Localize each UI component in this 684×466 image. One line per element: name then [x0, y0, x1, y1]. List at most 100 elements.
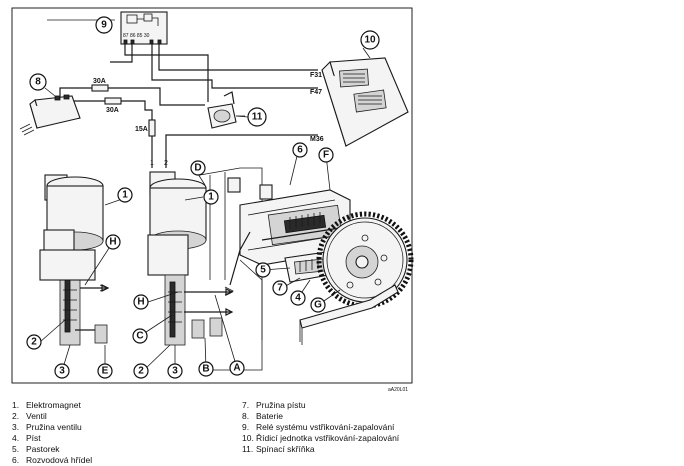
- svg-text:D: D: [194, 163, 201, 174]
- connector-pin-1: 1: [150, 160, 154, 167]
- svg-text:H: H: [109, 237, 116, 248]
- legend-number: 1.: [12, 400, 20, 410]
- legend-text: Spínací skříňka: [256, 444, 315, 454]
- timing-gear: [316, 211, 414, 309]
- oil-flow-arrows: [101, 284, 234, 316]
- callout-9: 9: [95, 16, 113, 34]
- left-solenoid-assembly: [39, 174, 110, 346]
- legend-text: Rozvodová hřídel: [26, 455, 93, 465]
- callout-1-left: 1: [117, 187, 133, 203]
- fuse-30a-lower-label: 30A: [106, 107, 119, 114]
- fuse-30a-upper-label: 30A: [93, 78, 106, 85]
- legend-item: 5. Pastorek: [12, 444, 92, 455]
- callout-b: B: [198, 361, 214, 377]
- callout-4: 4: [290, 290, 306, 306]
- svg-text:7: 7: [277, 283, 283, 294]
- callout-h-lower: H: [133, 294, 149, 310]
- legend-number: 3.: [12, 422, 20, 432]
- ecu: [321, 57, 409, 147]
- callout-h-upper: H: [105, 234, 121, 250]
- legend-text: Píst: [26, 433, 41, 443]
- svg-text:1: 1: [208, 192, 214, 203]
- legend-number: 8.: [242, 411, 250, 421]
- legend-item: 11.Spínací skříňka: [242, 444, 399, 455]
- figure-reference: aA20L01: [388, 387, 408, 393]
- svg-text:3: 3: [172, 366, 178, 377]
- legend-number: 4.: [12, 433, 20, 443]
- svg-text:8: 8: [35, 77, 41, 88]
- svg-text:5: 5: [260, 265, 266, 276]
- callout-a: A: [229, 360, 245, 376]
- svg-text:E: E: [102, 366, 109, 377]
- svg-text:4: 4: [295, 293, 301, 304]
- legend-text: Pastorek: [26, 444, 60, 454]
- legend-item: 2. Ventil: [12, 411, 92, 422]
- callout-c: C: [132, 328, 148, 344]
- svg-text:1: 1: [122, 190, 128, 201]
- legend: 1. Elektromagnet 2. Ventil 3.Pružina venti…: [12, 400, 672, 466]
- svg-text:11: 11: [252, 112, 263, 123]
- legend-text: Baterie: [256, 411, 283, 421]
- fuse-15a-label: 15A: [135, 126, 148, 133]
- svg-text:F: F: [323, 150, 329, 161]
- legend-number: 2.: [12, 411, 20, 421]
- terminal-f31-label: F31: [310, 72, 322, 79]
- legend-number: 9.: [242, 422, 250, 432]
- legend-text: Pružina pístu: [256, 400, 306, 410]
- callout-2-left: 2: [26, 334, 42, 350]
- svg-text:3: 3: [59, 366, 65, 377]
- legend-item: 4. Píst: [12, 433, 92, 444]
- legend-item: 3.Pružina ventilu: [12, 422, 92, 433]
- terminal-m36-label: M36: [310, 136, 324, 143]
- callout-1-right: 1: [203, 189, 219, 205]
- legend-item: 8. Baterie: [242, 411, 399, 422]
- svg-text:10: 10: [364, 35, 376, 46]
- legend-item: 10.Řídicí jednotka vstřikování-zapalován…: [242, 433, 399, 444]
- relay: 87 86 85 30: [120, 11, 168, 45]
- svg-text:G: G: [314, 300, 322, 311]
- svg-text:2: 2: [31, 337, 37, 348]
- legend-item: 1. Elektromagnet: [12, 400, 92, 411]
- callout-10: 10: [360, 30, 380, 50]
- legend-item: 7. Pružina pístu: [242, 400, 399, 411]
- callout-g: G: [310, 297, 326, 313]
- legend-text: Elektromagnet: [26, 400, 81, 410]
- right-solenoid-assembly: [147, 171, 234, 346]
- svg-text:B: B: [202, 364, 209, 375]
- svg-text:H: H: [137, 297, 144, 308]
- legend-number: 5.: [12, 444, 20, 454]
- svg-text:6: 6: [297, 145, 303, 156]
- callout-3-right: 3: [167, 363, 183, 379]
- callout-3-left: 3: [54, 363, 70, 379]
- legend-column-left: 1. Elektromagnet 2. Ventil 3.Pružina venti…: [12, 400, 92, 466]
- callout-5: 5: [255, 262, 271, 278]
- callout-11: 11: [247, 107, 267, 127]
- callout-8: 8: [29, 73, 47, 91]
- callout-2-right: 2: [133, 363, 149, 379]
- legend-number: 6.: [12, 455, 20, 465]
- legend-item: 9. Relé systému vstřikování-zapalování: [242, 422, 399, 433]
- connector-pin-2: 2: [164, 160, 168, 167]
- callout-f: F: [318, 147, 334, 163]
- legend-number: 10.: [242, 433, 254, 443]
- svg-text:2: 2: [138, 366, 144, 377]
- legend-text: Ventil: [26, 411, 47, 421]
- bracket: [299, 284, 399, 345]
- terminal-f47-label: F47: [310, 89, 322, 96]
- callout-6: 6: [292, 142, 308, 158]
- callout-d: D: [190, 160, 206, 176]
- relay-pin-labels: 87 86 85 30: [123, 33, 150, 39]
- ignition-switch: [207, 91, 245, 129]
- svg-text:A: A: [233, 363, 240, 374]
- diagram-frame: [11, 7, 413, 384]
- legend-item: 6. Rozvodová hřídel: [12, 455, 92, 466]
- callout-7: 7: [272, 280, 288, 296]
- callout-e: E: [97, 363, 113, 379]
- wiring: 30A 30A 15A F31 F47 M36 1 2: [19, 44, 324, 168]
- legend-text: Relé systému vstřikování-zapalování: [256, 422, 395, 432]
- battery: [29, 94, 81, 129]
- legend-number: 7.: [242, 400, 250, 410]
- legend-column-right: 7. Pružina pístu 8. Baterie 9. Relé systému…: [242, 400, 399, 455]
- legend-text: Řídicí jednotka vstřikování-zapalování: [256, 433, 400, 443]
